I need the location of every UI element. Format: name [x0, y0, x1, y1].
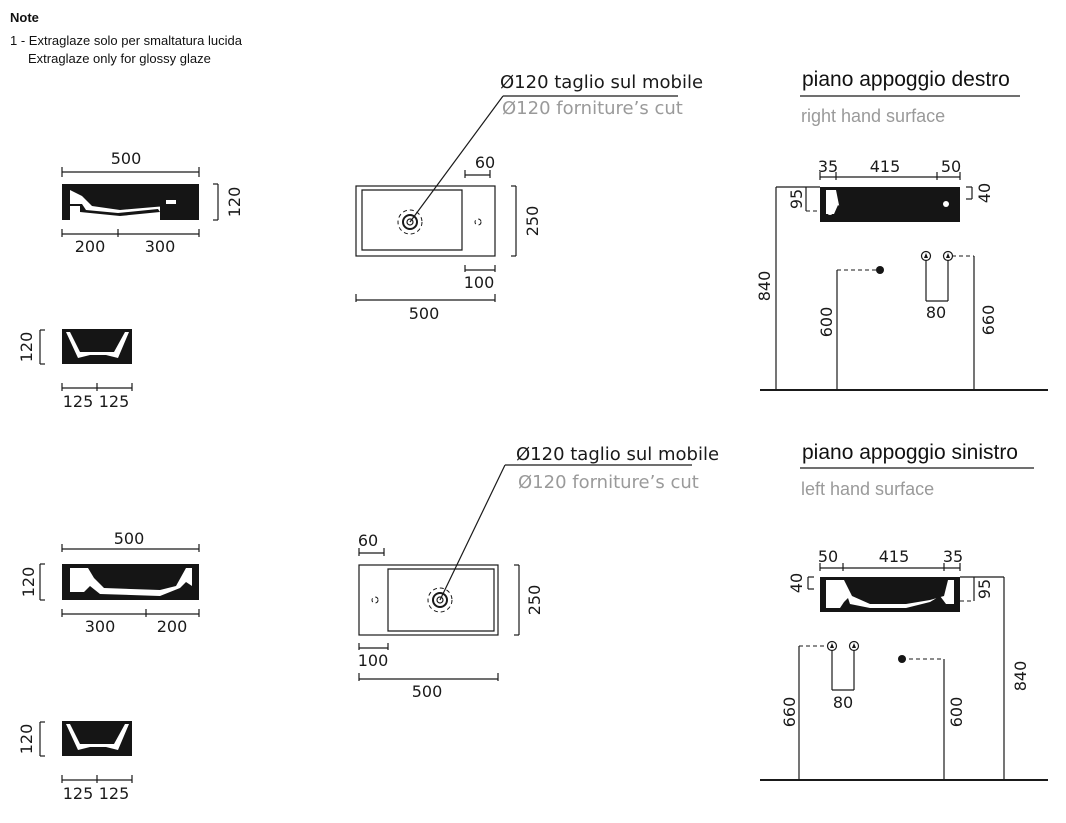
dim-split-right-label: 200 — [157, 617, 188, 636]
right-hand-surface-installation: piano appoggio destro right hand surface… — [755, 68, 1048, 391]
front-view-left-version: 500 120 300 200 — [19, 529, 200, 636]
water-supply-marks — [830, 643, 856, 648]
dim-height-label: 120 — [19, 567, 38, 598]
notes-heading: Note — [10, 10, 39, 25]
cutout-label-italian: Ø120 taglio sul mobile — [516, 444, 719, 465]
dim-split-right-label: 300 — [145, 237, 176, 256]
water-supply-icon — [920, 250, 932, 262]
dim-side-left-label: 125 — [63, 392, 94, 411]
basin-bowl-outline — [361, 189, 463, 251]
side-view-top: 120 125 125 — [17, 329, 133, 411]
dim-95-label: 95 — [787, 189, 806, 209]
right-surface-title: piano appoggio destro — [802, 68, 1010, 91]
dim-width-label: 500 — [409, 304, 440, 323]
dim-35-label: 35 — [818, 157, 838, 176]
basin-front-silhouette — [62, 564, 199, 600]
dim-660-label: 660 — [979, 305, 998, 336]
cutout-label-italian: Ø120 taglio sul mobile — [500, 72, 703, 93]
drain-icon — [432, 592, 448, 608]
cutout-leader-line — [439, 464, 506, 601]
basin-side-silhouette — [62, 721, 132, 756]
basin-side-silhouette — [62, 329, 132, 364]
dim-80-label: 80 — [926, 303, 946, 322]
dim-40-label: 40 — [975, 183, 994, 203]
dim-height-label: 120 — [17, 724, 36, 755]
dim-hole-label: 60 — [475, 153, 495, 172]
dim-depth-label: 250 — [525, 585, 544, 616]
left-surface-title: piano appoggio sinistro — [802, 441, 1018, 464]
dim-width-label: 500 — [114, 529, 145, 548]
dim-height-label: 120 — [225, 187, 244, 218]
dim-side-right-label: 125 — [99, 784, 130, 803]
dim-600-label: 600 — [817, 307, 836, 338]
tap-hole-icon — [474, 218, 482, 226]
dim-height-label: 120 — [17, 332, 36, 363]
cutout-label-english: Ø120 forniture’s cut — [502, 98, 683, 119]
plan-view-right-version: 60 250 100 500 Ø120 taglio sul mobile Ø1… — [355, 72, 703, 323]
cutout-leader-line — [409, 95, 504, 223]
note-1-italian: 1 - Extraglaze solo per smaltatura lucid… — [10, 33, 243, 48]
left-surface-subtitle: left hand surface — [801, 479, 934, 499]
basin-bowl-outline — [387, 568, 495, 632]
dim-hole-label: 60 — [358, 531, 378, 550]
basin-front-silhouette — [820, 577, 960, 612]
tap-hole-icon — [827, 209, 833, 215]
dim-depth-label: 250 — [523, 206, 542, 237]
drain-icon — [402, 214, 418, 230]
cutout-circle — [427, 587, 453, 613]
dim-415-label: 415 — [879, 547, 910, 566]
tap-hole-icon — [943, 201, 949, 207]
basin-front-silhouette — [820, 187, 960, 222]
tap-hole-icon — [185, 574, 191, 580]
water-supply-icon — [848, 640, 860, 652]
dim-840-label: 840 — [755, 271, 774, 302]
dim-95-label: 95 — [975, 579, 994, 599]
dim-660-label: 660 — [780, 697, 799, 728]
basin-front-silhouette — [62, 184, 199, 220]
cutout-label-english: Ø120 forniture’s cut — [518, 472, 699, 493]
waste-outlet-icon — [876, 266, 884, 274]
note-1-english: Extraglaze only for glossy glaze — [28, 51, 211, 66]
left-hand-surface-installation: piano appoggio sinistro left hand surfac… — [760, 441, 1048, 781]
dim-50-label: 50 — [941, 157, 961, 176]
dim-50-label: 50 — [818, 547, 838, 566]
dim-840-label: 840 — [1011, 661, 1030, 692]
dim-split-left-label: 300 — [85, 617, 116, 636]
dim-35-label: 35 — [943, 547, 963, 566]
tap-hole-icon — [947, 597, 953, 603]
dim-40-label: 40 — [787, 573, 806, 593]
basin-outline — [355, 185, 496, 257]
side-view-bottom: 120 125 125 — [17, 721, 133, 803]
dim-offset-label: 100 — [358, 651, 389, 670]
dim-width-label: 500 — [111, 149, 142, 168]
drain-center — [436, 596, 444, 604]
plan-view-left-version: 60 250 100 500 Ø120 taglio sul mobile Ø1… — [358, 444, 719, 701]
dim-600-label: 600 — [947, 697, 966, 728]
dim-split-left-label: 200 — [75, 237, 106, 256]
cutout-circle — [397, 209, 423, 235]
dim-offset-label: 100 — [464, 273, 495, 292]
dim-side-right-label: 125 — [99, 392, 130, 411]
dim-415-label: 415 — [870, 157, 901, 176]
dim-80-label: 80 — [833, 693, 853, 712]
tap-hole-icon — [371, 596, 379, 604]
tap-hole-icon — [831, 591, 837, 597]
dim-side-left-label: 125 — [63, 784, 94, 803]
water-supply-marks — [924, 253, 950, 258]
dim-width-label: 500 — [412, 682, 443, 701]
basin-outline — [358, 564, 499, 636]
notes-block: Note 1 - Extraglaze solo per smaltatura … — [10, 10, 243, 66]
right-surface-subtitle: right hand surface — [801, 106, 945, 126]
front-view-right-version: 500 120 200 300 — [61, 149, 244, 256]
drain-center — [406, 218, 414, 226]
